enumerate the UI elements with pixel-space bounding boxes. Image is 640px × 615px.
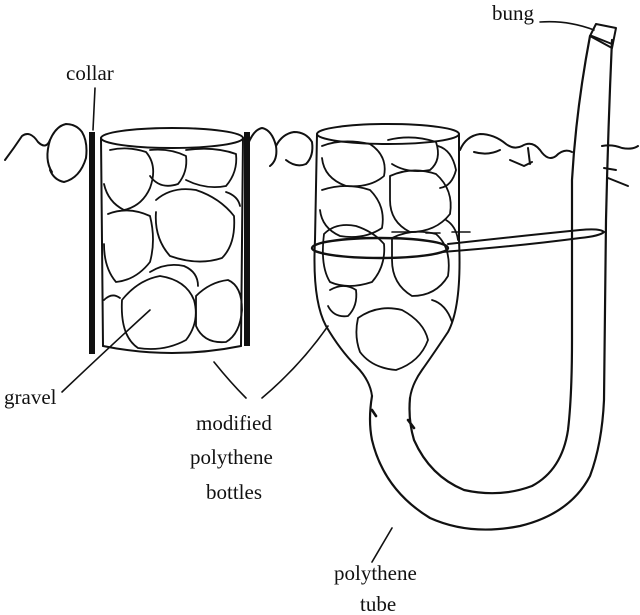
collar-right-bar <box>244 132 250 346</box>
right-bottle <box>313 123 461 399</box>
leader-gravel <box>61 309 151 393</box>
left-bottle-gravel <box>103 147 243 350</box>
collar <box>89 132 250 354</box>
leader-bottle-right <box>261 325 329 399</box>
ground-surface <box>4 123 639 187</box>
label-tube-line2: tube <box>360 592 396 615</box>
label-tube-line1: polythene <box>334 561 417 585</box>
leader-lines <box>61 20 595 563</box>
right-bottle-gravel <box>319 136 459 371</box>
label-modified-bottles-line2: polythene <box>190 445 273 469</box>
label-modified-bottles-line3: bottles <box>206 480 262 504</box>
leader-bottle-left <box>213 361 247 399</box>
polythene-tube <box>368 34 614 531</box>
leader-collar <box>92 87 96 131</box>
label-bung: bung <box>492 1 535 25</box>
label-collar: collar <box>66 61 114 85</box>
connecting-band <box>310 228 605 260</box>
leader-tube <box>371 527 393 563</box>
leader-bung <box>539 20 595 31</box>
bung <box>589 23 617 49</box>
band-ellipse <box>310 236 450 260</box>
label-modified-bottles-line1: modified <box>196 411 272 435</box>
collar-left-bar <box>89 132 95 354</box>
label-gravel: gravel <box>4 385 57 409</box>
